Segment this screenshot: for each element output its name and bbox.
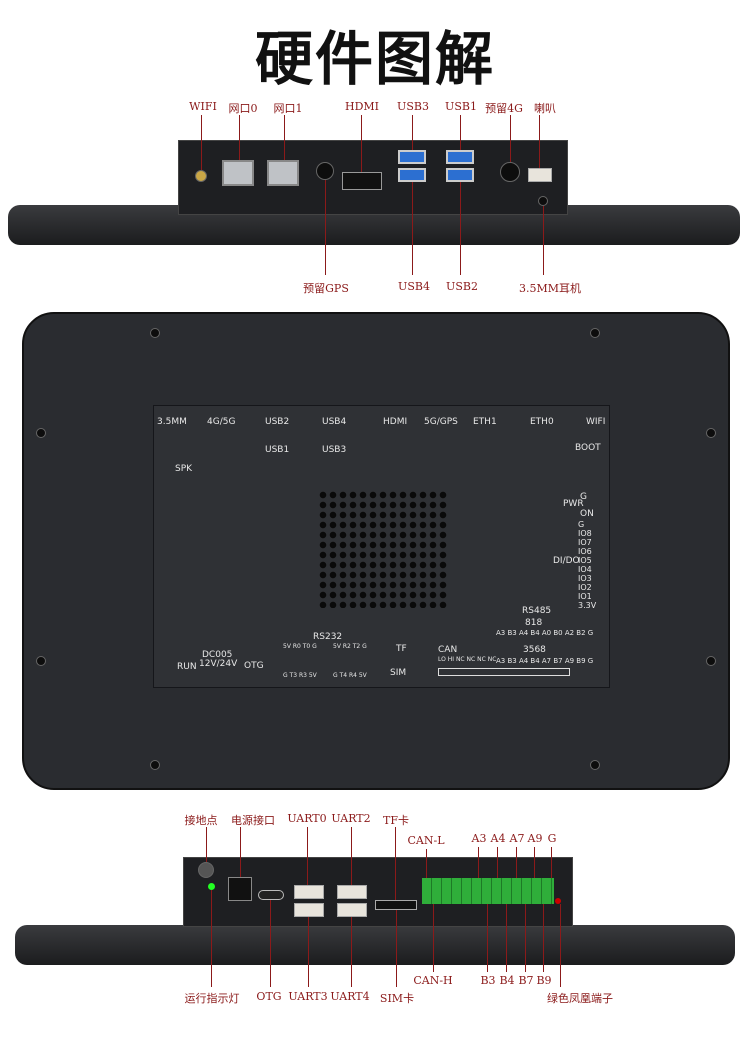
label-a3: A3: [471, 832, 487, 845]
label-phoenix-terminal: 绿色凤凰端子: [547, 992, 613, 1005]
plate-can: CAN: [438, 645, 458, 655]
label-a7: A7: [509, 832, 525, 845]
label-sim: SIM卡: [379, 992, 415, 1005]
label-uart2: UART2: [331, 812, 371, 825]
plate-eth0: ETH0: [530, 417, 554, 427]
plate-3568-pins: A3 B3 A4 B4 A7 B7 A9 B9 G: [496, 657, 594, 665]
label-uart4: UART4: [330, 990, 370, 1003]
label-otg: OTG: [256, 990, 282, 1003]
plate-spk: SPK: [175, 464, 193, 474]
plate-otg: OTG: [244, 661, 264, 671]
plate-usb4: USB4: [322, 417, 347, 427]
plate-dido: DI/DO: [553, 556, 580, 566]
pin: IO7: [578, 538, 592, 547]
plate-pwr: PWR: [563, 499, 584, 509]
pin: IO5: [578, 556, 592, 565]
label-usb1: USB1: [445, 100, 477, 113]
pin: IO2: [578, 583, 592, 592]
plate-usb1: USB1: [265, 445, 290, 455]
label-tf: TF卡: [383, 814, 409, 827]
rs232-pins: 5V R0 T0 G: [283, 643, 317, 650]
label-usb2: USB2: [446, 280, 478, 293]
plate-hdmi: HDMI: [383, 417, 408, 427]
plate-818: 818: [525, 618, 543, 628]
label-run-led: 运行指示灯: [184, 992, 240, 1005]
plate-voltage: 12V/24V: [199, 659, 238, 669]
label-b3: B3: [480, 974, 496, 987]
can-pins: LO HI NC NC NC NC: [438, 656, 497, 663]
plate-usb3: USB3: [322, 445, 347, 455]
pin: IO8: [578, 529, 592, 538]
label-uart0: UART0: [287, 812, 327, 825]
label-wifi: WIFI: [189, 100, 217, 113]
plate-5ggps: 5G/GPS: [424, 417, 458, 427]
plate-dc005: DC005: [202, 650, 233, 660]
label-g: G: [547, 832, 557, 845]
vent-grill: [318, 490, 448, 608]
pin: IO4: [578, 565, 592, 574]
label-eth0: 网口0: [228, 102, 258, 115]
pin: IO1: [578, 592, 592, 601]
pwr-pin: G: [580, 492, 587, 502]
green-phoenix-terminal: [422, 878, 554, 904]
label-b9: B9: [536, 974, 552, 987]
plate-wifi: WIFI: [586, 417, 606, 427]
plate-818-pins: A3 B3 A4 B4 A0 B0 A2 B2 G: [496, 629, 594, 637]
label-speaker: 喇叭: [534, 102, 556, 115]
plate-rs232: RS232: [313, 632, 343, 642]
plate-rs485: RS485: [522, 606, 552, 616]
label-usb3: USB3: [397, 100, 429, 113]
label-can-l: CAN-L: [407, 834, 445, 847]
plate-4g5g: 4G/5G: [207, 417, 236, 427]
plate-3.5mm: 3.5MM: [157, 417, 187, 427]
label-can-h: CAN-H: [413, 974, 453, 987]
pin: IO3: [578, 574, 592, 583]
label-usb4: USB4: [398, 280, 430, 293]
plate-boot: BOOT: [575, 443, 601, 453]
label-4g: 预留4G: [485, 102, 523, 115]
pwr-pin: ON: [580, 509, 594, 519]
rs232-pins: G T4 R4 5V: [333, 672, 367, 679]
plate-tf: TF: [396, 644, 407, 654]
plate-sim: SIM: [390, 668, 407, 678]
plate-eth1: ETH1: [473, 417, 497, 427]
terminal-slot: [438, 668, 570, 676]
label-a9: A9: [527, 832, 543, 845]
plate-run: RUN: [177, 662, 197, 672]
label-eth1: 网口1: [273, 102, 303, 115]
rs232-pins: G T3 R3 5V: [283, 672, 317, 679]
label-headphone: 3.5MM耳机: [518, 282, 582, 295]
label-gps: 预留GPS: [303, 282, 349, 295]
label-ground: 接地点: [184, 814, 218, 827]
pin: IO6: [578, 547, 592, 556]
label-b7: B7: [518, 974, 534, 987]
pin: G: [578, 520, 585, 529]
plate-usb2: USB2: [265, 417, 290, 427]
plate-3568: 3568: [523, 645, 546, 655]
label-a4: A4: [490, 832, 506, 845]
page-title: 硬件图解: [254, 25, 495, 93]
pin: 3.3V: [578, 601, 597, 610]
label-b4: B4: [499, 974, 515, 987]
label-hdmi: HDMI: [344, 100, 380, 113]
rs232-pins: 5V R2 T2 G: [333, 643, 367, 650]
label-power: 电源接口: [231, 814, 275, 827]
label-uart3: UART3: [288, 990, 328, 1003]
